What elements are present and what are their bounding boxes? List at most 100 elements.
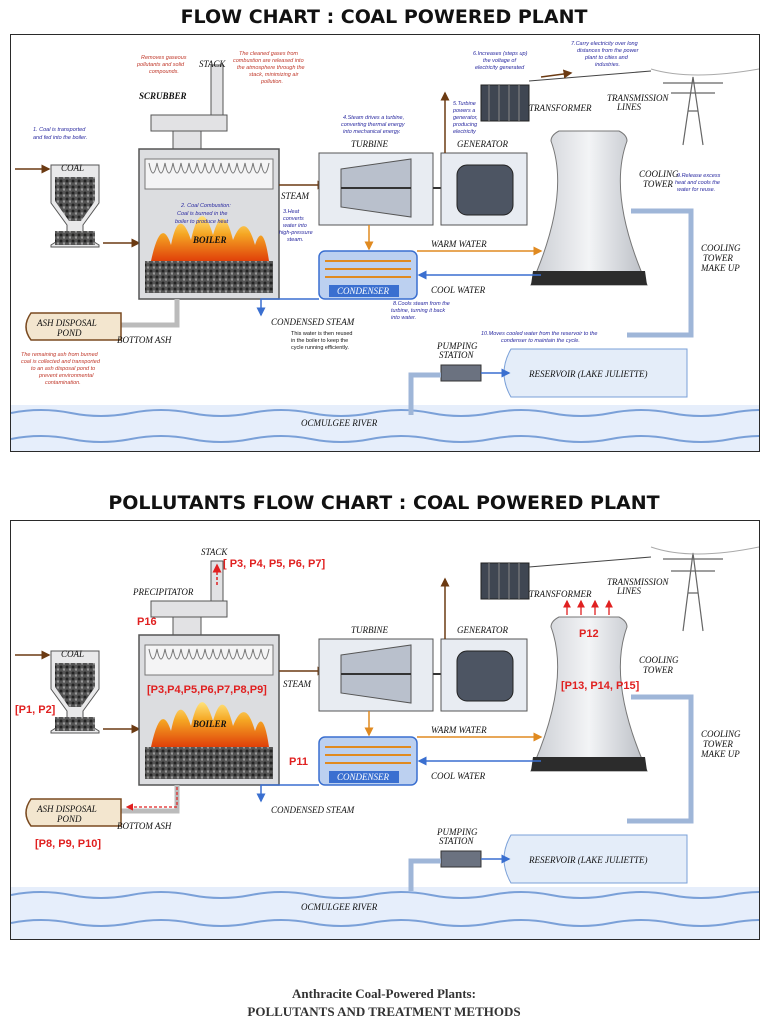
svg-text:plant to cities and: plant to cities and	[584, 55, 629, 61]
pollutants-condenser: P11	[289, 756, 308, 768]
reservoir: RESERVOIR (LAKE JULIETTE) 10.Moves coole…	[481, 331, 688, 398]
cooling-tower-2: P12 [P13, P14, P15] COOLING TOWER	[530, 599, 679, 772]
pollutants-tower-mid: [P13, P14, P15]	[561, 680, 640, 692]
condenser-2: CONDENSER P11	[289, 736, 418, 786]
coal-label-2: COAL	[61, 649, 84, 659]
generator-2: GENERATOR	[440, 625, 528, 712]
transmission-label-2: TRANSMISSION	[607, 577, 669, 587]
svg-text:producing: producing	[452, 122, 478, 128]
svg-text:generator,: generator,	[453, 115, 478, 121]
step-7-text: 7.Carry electricity over long	[571, 41, 639, 47]
scrubber-label: SCRUBBER	[139, 91, 187, 101]
transmission-tower-2: TRANSMISSION LINES	[607, 546, 759, 632]
pollutants-flow-diagram: OCMULGEE RIVER COAL [P1, P2] STACK PRECI…	[11, 546, 759, 939]
svg-text:STATION: STATION	[439, 836, 475, 846]
svg-text:high-pressure: high-pressure	[279, 230, 313, 236]
warm-water-label: WARM WATER	[431, 239, 487, 249]
svg-text:condenser to maintain the cycl: condenser to maintain the cycle.	[501, 338, 580, 344]
reservoir-label-2: RESERVOIR (LAKE JULIETTE)	[528, 855, 648, 865]
cool-water-label-2: COOL WATER	[431, 771, 486, 781]
step-9-text: 9.Release excess	[677, 173, 721, 179]
svg-text:heat and cools the: heat and cools the	[675, 180, 720, 186]
boiler-2: BOILER [P3,P4,P5,P6,P7,P8,P9]	[138, 634, 280, 786]
svg-text:distances from the power: distances from the power	[577, 48, 640, 54]
boiler-label: BOILER	[192, 235, 227, 245]
transformer-label-2: TRANSFORMER	[529, 589, 592, 599]
reservoir-2: RESERVOIR (LAKE JULIETTE)	[503, 834, 688, 884]
step-6-text: 6.Increases (steps up)	[473, 51, 528, 57]
transformer: TRANSFORMER 6.Increases (steps up) the v…	[473, 51, 592, 122]
transformer-2: TRANSFORMER	[480, 562, 592, 600]
step-8-text: 8.Cools steam from the	[393, 301, 450, 307]
svg-text:water for reuse.: water for reuse.	[677, 187, 715, 193]
footer-line-2: POLLUTANTS AND TREATMENT METHODS	[247, 1004, 521, 1019]
svg-text:TOWER: TOWER	[703, 739, 733, 749]
ash-label: ASH DISPOSAL	[36, 318, 97, 328]
svg-text:combustion are released into: combustion are released into	[233, 58, 304, 64]
svg-text:POND: POND	[56, 814, 82, 824]
svg-text:TOWER: TOWER	[643, 665, 673, 675]
stack-label: STACK	[199, 59, 226, 69]
pumping-station-2: PUMPING STATION	[408, 827, 511, 891]
makeup-label: COOLING	[701, 243, 741, 253]
svg-text:contamination.: contamination.	[45, 380, 81, 386]
generator-label-2: GENERATOR	[457, 625, 509, 635]
step-3-text: 3.Heat	[283, 209, 300, 215]
ash-disposal-pond-2: ASH DISPOSAL POND BOTTOM ASH [P8, P9, P1…	[25, 798, 172, 850]
turbine-label: TURBINE	[351, 139, 389, 149]
svg-text:converting thermal energy: converting thermal energy	[341, 122, 406, 128]
step-4-text: 4.Steam drives a turbine,	[343, 115, 404, 121]
footer-line-1: Anthracite Coal-Powered Plants:	[292, 986, 476, 1001]
svg-text:cycle running efficiently.: cycle running efficiently.	[291, 345, 349, 351]
cooling-tower: COOLING TOWER 9.Release excess heat and …	[530, 130, 721, 286]
stack-label-2: STACK	[201, 547, 228, 557]
precipitator-label: PRECIPITATOR	[132, 587, 194, 597]
ash-disposal-pond: ASH DISPOSAL POND BOTTOM ASH The remaini…	[21, 312, 172, 386]
ash-label-2: ASH DISPOSAL	[36, 804, 97, 814]
svg-text:electricity: electricity	[453, 129, 477, 135]
svg-text:STATION: STATION	[439, 350, 475, 360]
svg-text:The cleaned gases from: The cleaned gases from	[239, 51, 298, 57]
stack-precipitator: STACK PRECIPITATOR [ P3, P4, P5, P6, P7]…	[132, 547, 325, 636]
svg-text:boiler to produce heat: boiler to produce heat	[175, 219, 229, 225]
pumping-label-2: PUMPING	[436, 827, 478, 837]
step-2-text: 2. Coal Combustion:	[180, 203, 231, 209]
step-5-text: 5.Turbine	[453, 101, 476, 107]
svg-text:turbine, turning it back: turbine, turning it back	[391, 308, 445, 314]
steam-label: STEAM	[281, 191, 310, 201]
step-10-text: 10.Moves cooled water from the reservoir…	[481, 331, 597, 337]
pollutants-tower-top: P12	[579, 628, 599, 640]
cool-water-label: COOL WATER	[431, 285, 486, 295]
boiler: BOILER 2. Coal Combustion: Coal is burne…	[138, 148, 280, 300]
transformer-label: TRANSFORMER	[529, 103, 592, 113]
svg-text:in the boiler to keep the: in the boiler to keep the	[291, 338, 348, 344]
river-label-2: OCMULGEE RIVER	[301, 902, 378, 912]
condensed-steam-label: CONDENSED STEAM	[271, 317, 355, 327]
svg-text:LINES: LINES	[616, 102, 642, 112]
top-chart-title: FLOW CHART : COAL POWERED PLANT	[180, 6, 588, 28]
svg-text:powers a: powers a	[452, 108, 475, 114]
coal-label: COAL	[61, 163, 84, 173]
bottom-ash-label: BOTTOM ASH	[117, 335, 172, 345]
pumping-station: PUMPING STATION	[408, 341, 511, 415]
makeup-label-2: COOLING	[701, 729, 741, 739]
svg-text:converts: converts	[283, 216, 304, 222]
reservoir-label: RESERVOIR (LAKE JULIETTE)	[528, 369, 648, 379]
svg-text:electricity generated: electricity generated	[475, 65, 525, 71]
pollutants-boiler: [P3,P4,P5,P6,P7,P8,P9]	[147, 684, 267, 696]
transmission-label: TRANSMISSION	[607, 93, 669, 103]
svg-text:MAKE UP: MAKE UP	[700, 749, 740, 759]
svg-text:compounds.: compounds.	[149, 69, 179, 75]
svg-text:POND: POND	[56, 328, 82, 338]
coal-hopper-2: COAL	[50, 649, 100, 734]
svg-text:Coal is burned in the: Coal is burned in the	[177, 211, 227, 217]
svg-text:and fed into the boiler.: and fed into the boiler.	[33, 135, 87, 141]
svg-text:to an ash disposal pond to: to an ash disposal pond to	[31, 366, 95, 372]
coal-hopper: COAL	[50, 163, 100, 248]
bottom-ash-label-2: BOTTOM ASH	[117, 821, 172, 831]
turbine-2: TURBINE	[318, 625, 434, 712]
svg-text:the atmosphere through the: the atmosphere through the	[237, 65, 305, 71]
svg-text:stack, minimizing air: stack, minimizing air	[249, 72, 300, 78]
svg-text:water into: water into	[283, 223, 307, 229]
pollutants-stack: [ P3, P4, P5, P6, P7]	[223, 558, 325, 570]
